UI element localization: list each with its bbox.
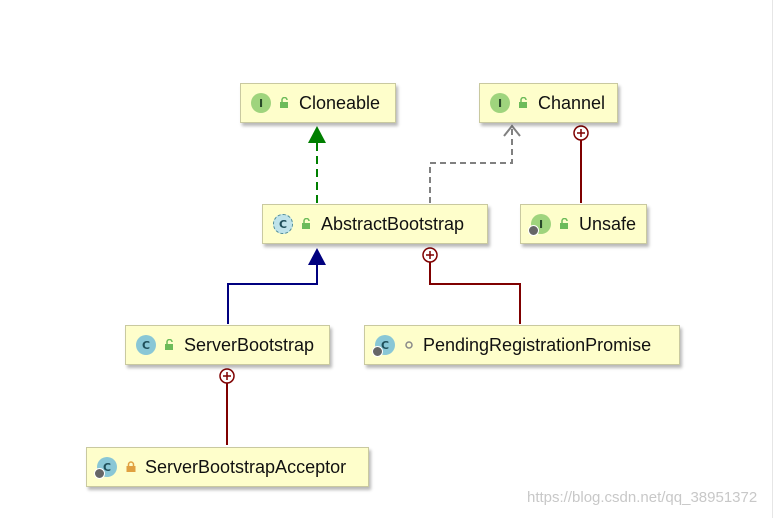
edge-uses-channel: [429, 124, 521, 203]
node-label: Unsafe: [579, 214, 637, 234]
implements-arrowhead: [308, 126, 326, 143]
node-label: AbstractBootstrap: [321, 214, 465, 234]
node-abstract-bootstrap[interactable]: C AbstractBootstrap: [262, 204, 488, 244]
public-unlock-icon: [559, 218, 571, 230]
uses-arrowhead: [503, 124, 521, 137]
node-label: Cloneable: [299, 93, 381, 113]
extends-arrowhead: [308, 248, 326, 265]
inner-class-icon: C: [94, 457, 117, 479]
private-lock-icon: [125, 461, 137, 473]
kind-letter: I: [538, 217, 544, 231]
inner-interface-icon: I: [528, 214, 551, 236]
abstract-class-icon: C: [273, 214, 293, 234]
node-server-bootstrap-acceptor[interactable]: C ServerBootstrapAcceptor: [86, 447, 369, 487]
node-label: ServerBootstrapAcceptor: [145, 457, 347, 477]
public-unlock-icon: [164, 339, 176, 351]
frame-border: [772, 0, 773, 518]
watermark: https://blog.csdn.net/qq_38951372: [527, 489, 758, 506]
node-pending-registration-promise[interactable]: C PendingRegistrationPromise: [364, 325, 680, 365]
node-server-bootstrap[interactable]: C ServerBootstrap: [125, 325, 330, 365]
class-icon: C: [136, 335, 156, 355]
inner-pin-icon: [94, 468, 105, 479]
inner-class-icon: C: [372, 335, 395, 357]
node-label: PendingRegistrationPromise: [423, 335, 652, 355]
kind-letter: C: [380, 338, 390, 352]
public-unlock-icon: [301, 218, 313, 230]
node-channel[interactable]: I Channel: [479, 83, 618, 123]
package-visibility-icon: [403, 339, 415, 351]
node-unsafe[interactable]: I Unsafe: [520, 204, 647, 244]
kind-letter: C: [102, 460, 112, 474]
interface-icon: I: [490, 93, 510, 113]
edge-inner-pending-registration-promise: [422, 247, 521, 324]
public-unlock-icon: [518, 97, 530, 109]
inner-pin-icon: [528, 225, 539, 236]
edge-inner-unsafe: [573, 125, 589, 203]
node-cloneable[interactable]: I Cloneable: [240, 83, 396, 123]
interface-icon: I: [251, 93, 271, 113]
public-unlock-icon: [279, 97, 291, 109]
edge-extends-abstract-bootstrap: [227, 248, 326, 324]
edge-inner-server-bootstrap-acceptor: [219, 368, 235, 445]
node-label: Channel: [538, 93, 606, 113]
edge-implements-cloneable: [308, 126, 326, 203]
node-label: ServerBootstrap: [184, 335, 315, 355]
inner-pin-icon: [372, 346, 383, 357]
